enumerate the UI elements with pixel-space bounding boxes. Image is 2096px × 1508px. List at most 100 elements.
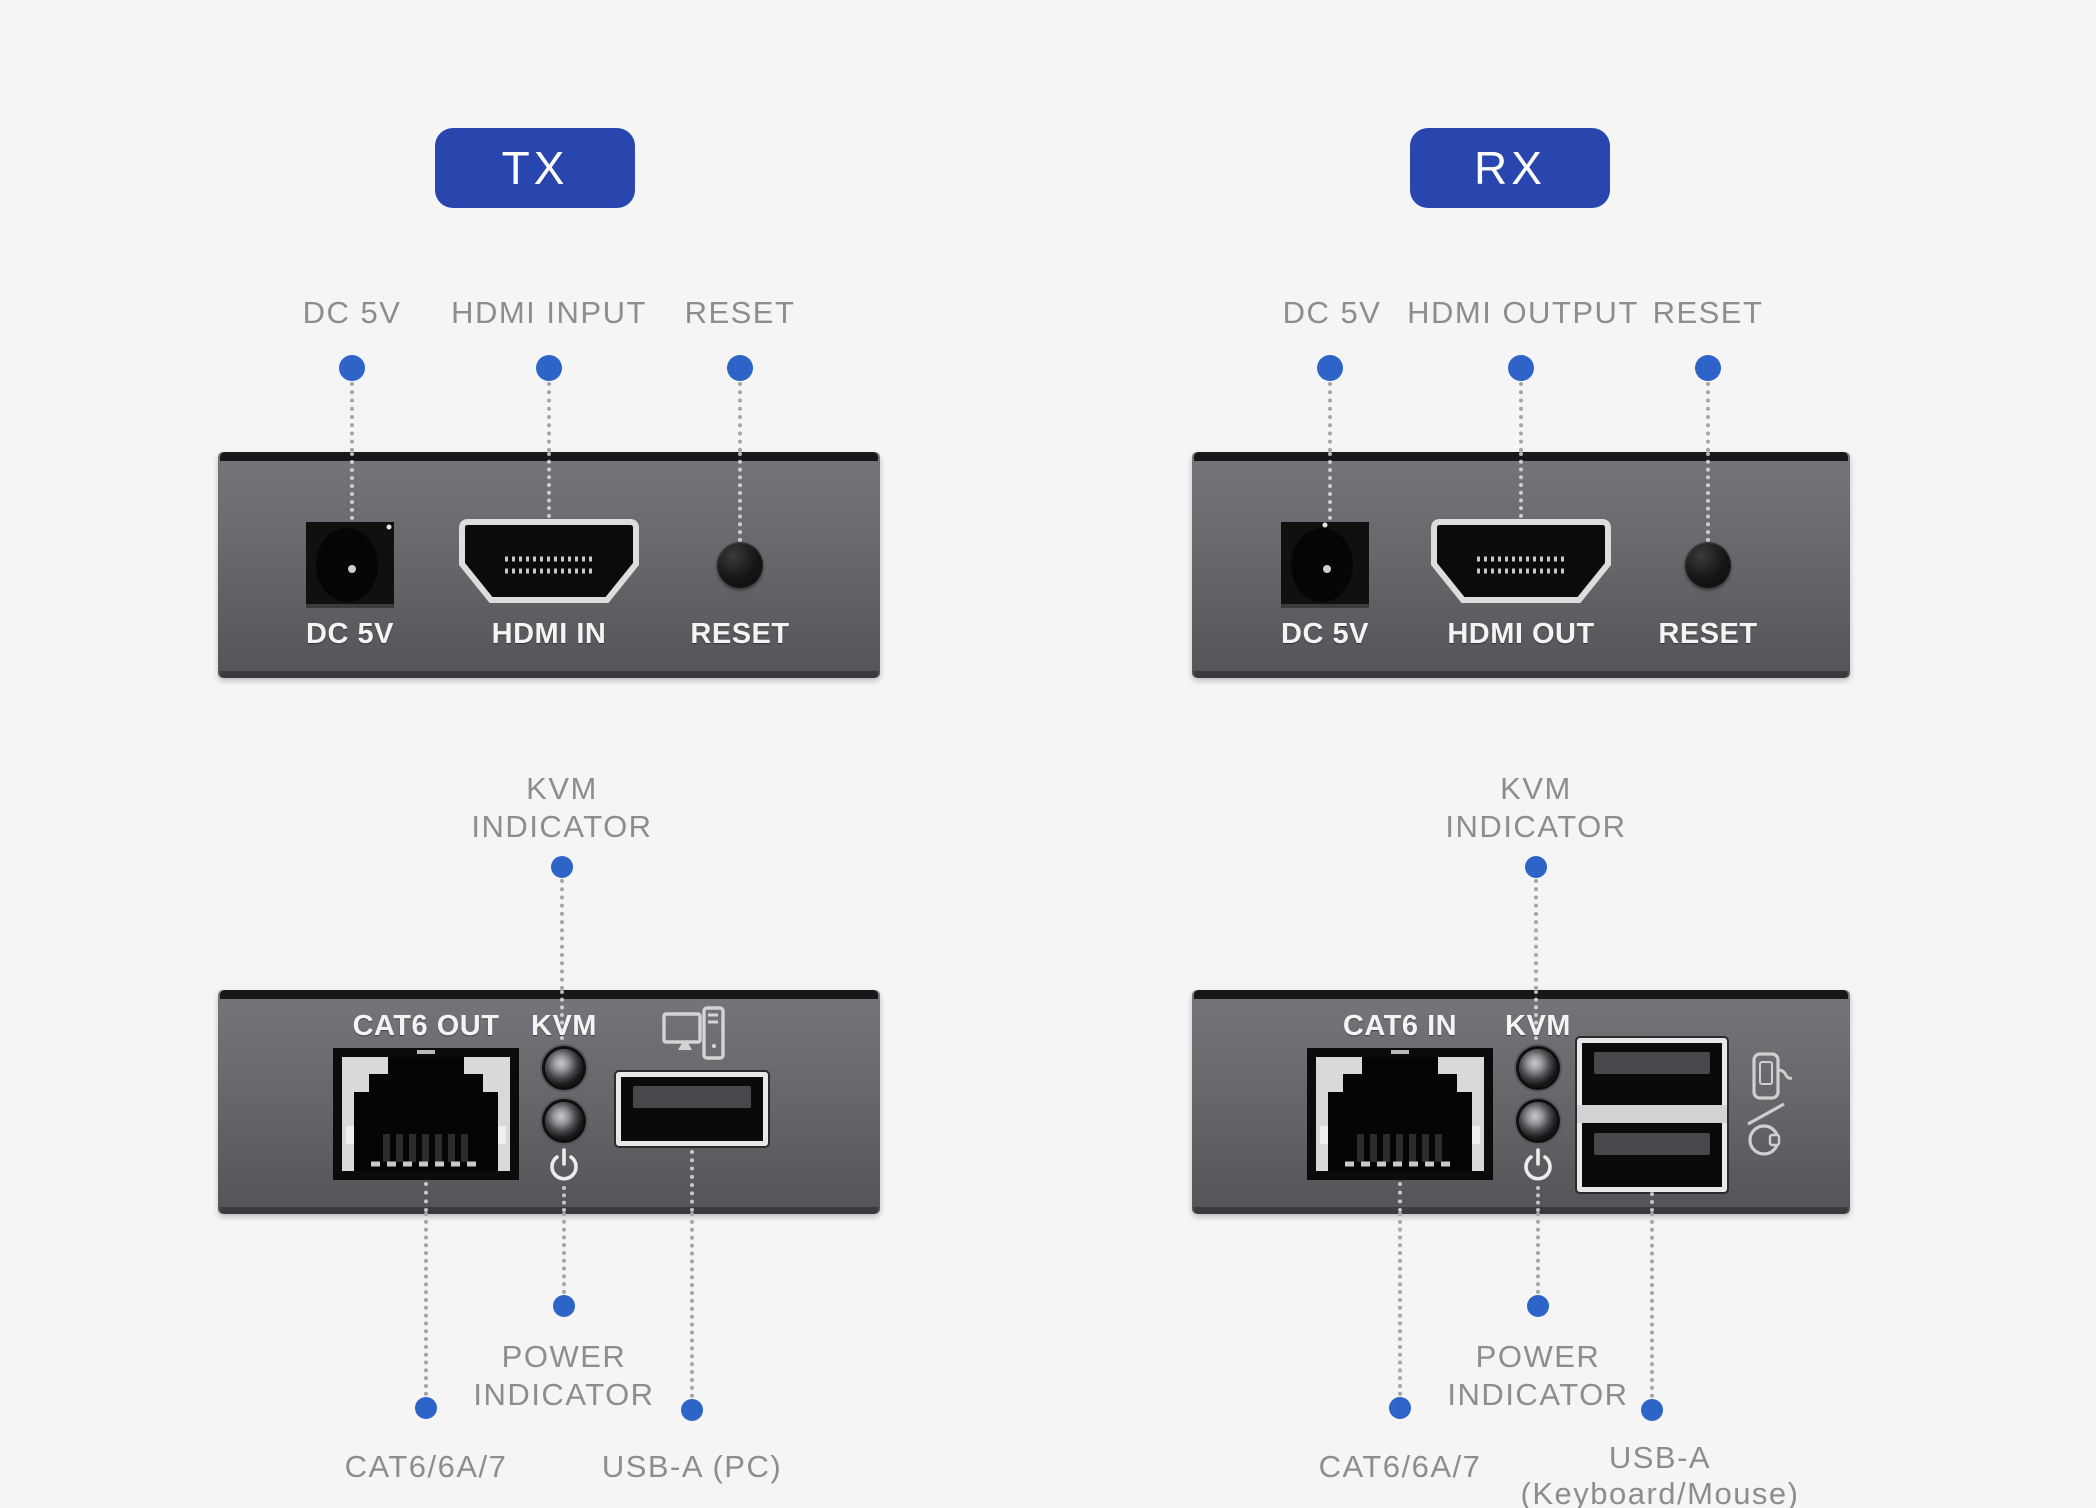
leader-line [1536, 1212, 1540, 1294]
kvm-led-indicator [545, 1049, 583, 1087]
leader-line [560, 879, 564, 990]
callout-dot [1695, 355, 1721, 381]
power-icon [550, 1148, 578, 1181]
pc-host-icon [662, 1006, 725, 1060]
tx-reset-port-label: RESET [690, 618, 790, 650]
leader-line [1534, 990, 1538, 1040]
leader-line [547, 452, 551, 518]
rx-dc5v-port-label: DC 5V [1281, 618, 1369, 650]
callout-dot [1527, 1295, 1549, 1317]
leader-line [1519, 382, 1523, 452]
callout-dot [1525, 856, 1547, 878]
leader-line [690, 1150, 694, 1212]
kvm-callout-line2: INDICATOR [471, 809, 653, 844]
leader-line [1650, 1192, 1654, 1212]
power-callout-line1: POWER [501, 1339, 627, 1374]
leader-line [547, 382, 551, 452]
reset-button [717, 542, 763, 588]
tx-kvm-label: KVM [531, 1010, 597, 1042]
usb-tongue [1594, 1052, 1710, 1074]
leader-line [738, 452, 742, 542]
power-callout-line2: INDICATOR [1447, 1377, 1629, 1412]
leader-line [1398, 1212, 1402, 1396]
callout-dot [536, 355, 562, 381]
tx-callout-reset: RESET [684, 295, 796, 330]
rj45-port [333, 1048, 519, 1180]
hdmi-port [1431, 519, 1611, 603]
usb-a-dual-port [1577, 1038, 1727, 1192]
tx-dc5v-port-label: DC 5V [306, 618, 394, 650]
rx-cat6-port-label: CAT6 IN [1342, 1010, 1458, 1042]
tx-callout-cat6: CAT6/6A/7 [344, 1449, 508, 1484]
kvm-led-indicator [1519, 1049, 1557, 1087]
leader-line [738, 382, 742, 452]
leader-line [350, 452, 354, 520]
leader-line [1706, 382, 1710, 452]
callout-dot [1641, 1399, 1663, 1421]
callout-dot [551, 856, 573, 878]
rx-callout-hdmi-output: HDMI OUTPUT [1407, 295, 1639, 330]
reset-button [1685, 542, 1731, 588]
callout-dot [1389, 1397, 1411, 1419]
tx-cat6-port-label: CAT6 OUT [352, 1010, 500, 1042]
power-callout-line1: POWER [1475, 1339, 1601, 1374]
callout-dot [415, 1397, 437, 1419]
rx-badge: RX [1410, 128, 1610, 208]
kvm-callout-line2: INDICATOR [1445, 809, 1627, 844]
callout-dot [339, 355, 365, 381]
hdmi-port [459, 519, 639, 603]
leader-line [350, 382, 354, 452]
leader-line [690, 1212, 694, 1398]
usb-callout-line2: (Keyboard/Mouse) [1520, 1476, 1800, 1508]
kvm-callout-line1: KVM [526, 771, 598, 806]
rx-callout-dc5v: DC 5V [1282, 295, 1382, 330]
rj45-port [1307, 1048, 1493, 1180]
usb-port-divider [1577, 1105, 1727, 1123]
callout-dot [727, 355, 753, 381]
rx-kvm-indicator-callout: KVM INDICATOR [1445, 770, 1626, 846]
leader-line [560, 990, 564, 1040]
tx-kvm-indicator-callout: KVM INDICATOR [471, 770, 652, 846]
usb-tongue [1594, 1133, 1710, 1155]
leader-line [1398, 1182, 1402, 1212]
rx-reset-port-label: RESET [1658, 618, 1758, 650]
rx-callout-usb: USB-A (Keyboard/Mouse) [1520, 1440, 1799, 1508]
rx-callout-reset: RESET [1652, 295, 1764, 330]
power-callout-line2: INDICATOR [473, 1377, 655, 1412]
keyboard-mouse-icon [1747, 1052, 1793, 1156]
leader-line [562, 1186, 566, 1212]
tx-callout-dc5v: DC 5V [302, 295, 402, 330]
tx-callout-hdmi-input: HDMI INPUT [451, 295, 647, 330]
callout-dot [1317, 355, 1343, 381]
leader-line [1534, 879, 1538, 990]
rx-callout-power-indicator: POWER INDICATOR [1447, 1338, 1628, 1414]
tx-callout-power-indicator: POWER INDICATOR [473, 1338, 654, 1414]
tx-callout-usb: USB-A (PC) [601, 1449, 783, 1484]
leader-line [424, 1212, 428, 1396]
usb-tongue [633, 1086, 751, 1108]
callout-dot [681, 1399, 703, 1421]
leader-line [1650, 1212, 1654, 1398]
tx-rear-panel: CAT6 OUT KVM [218, 990, 880, 1214]
leader-line [562, 1212, 566, 1294]
rx-hdmi-port-label: HDMI OUT [1447, 618, 1595, 650]
callout-dot [1508, 355, 1534, 381]
dc-power-jack [306, 522, 394, 608]
kvm-callout-line1: KVM [1500, 771, 1572, 806]
tx-hdmi-port-label: HDMI IN [491, 618, 607, 650]
rx-rear-panel: CAT6 IN KVM [1192, 990, 1850, 1214]
leader-line [1328, 452, 1332, 520]
leader-line [1328, 382, 1332, 452]
kvm-led-indicator [1519, 1102, 1557, 1140]
leader-line [1519, 452, 1523, 518]
callout-dot [553, 1295, 575, 1317]
usb-callout-line1: USB-A [1608, 1440, 1712, 1475]
leader-line [1706, 452, 1710, 542]
rx-kvm-label: KVM [1505, 1010, 1571, 1042]
tx-badge: TX [435, 128, 635, 208]
rx-callout-cat6: CAT6/6A/7 [1318, 1449, 1482, 1484]
power-icon [1524, 1148, 1552, 1181]
leader-line [1536, 1186, 1540, 1212]
kvm-led-indicator [545, 1102, 583, 1140]
